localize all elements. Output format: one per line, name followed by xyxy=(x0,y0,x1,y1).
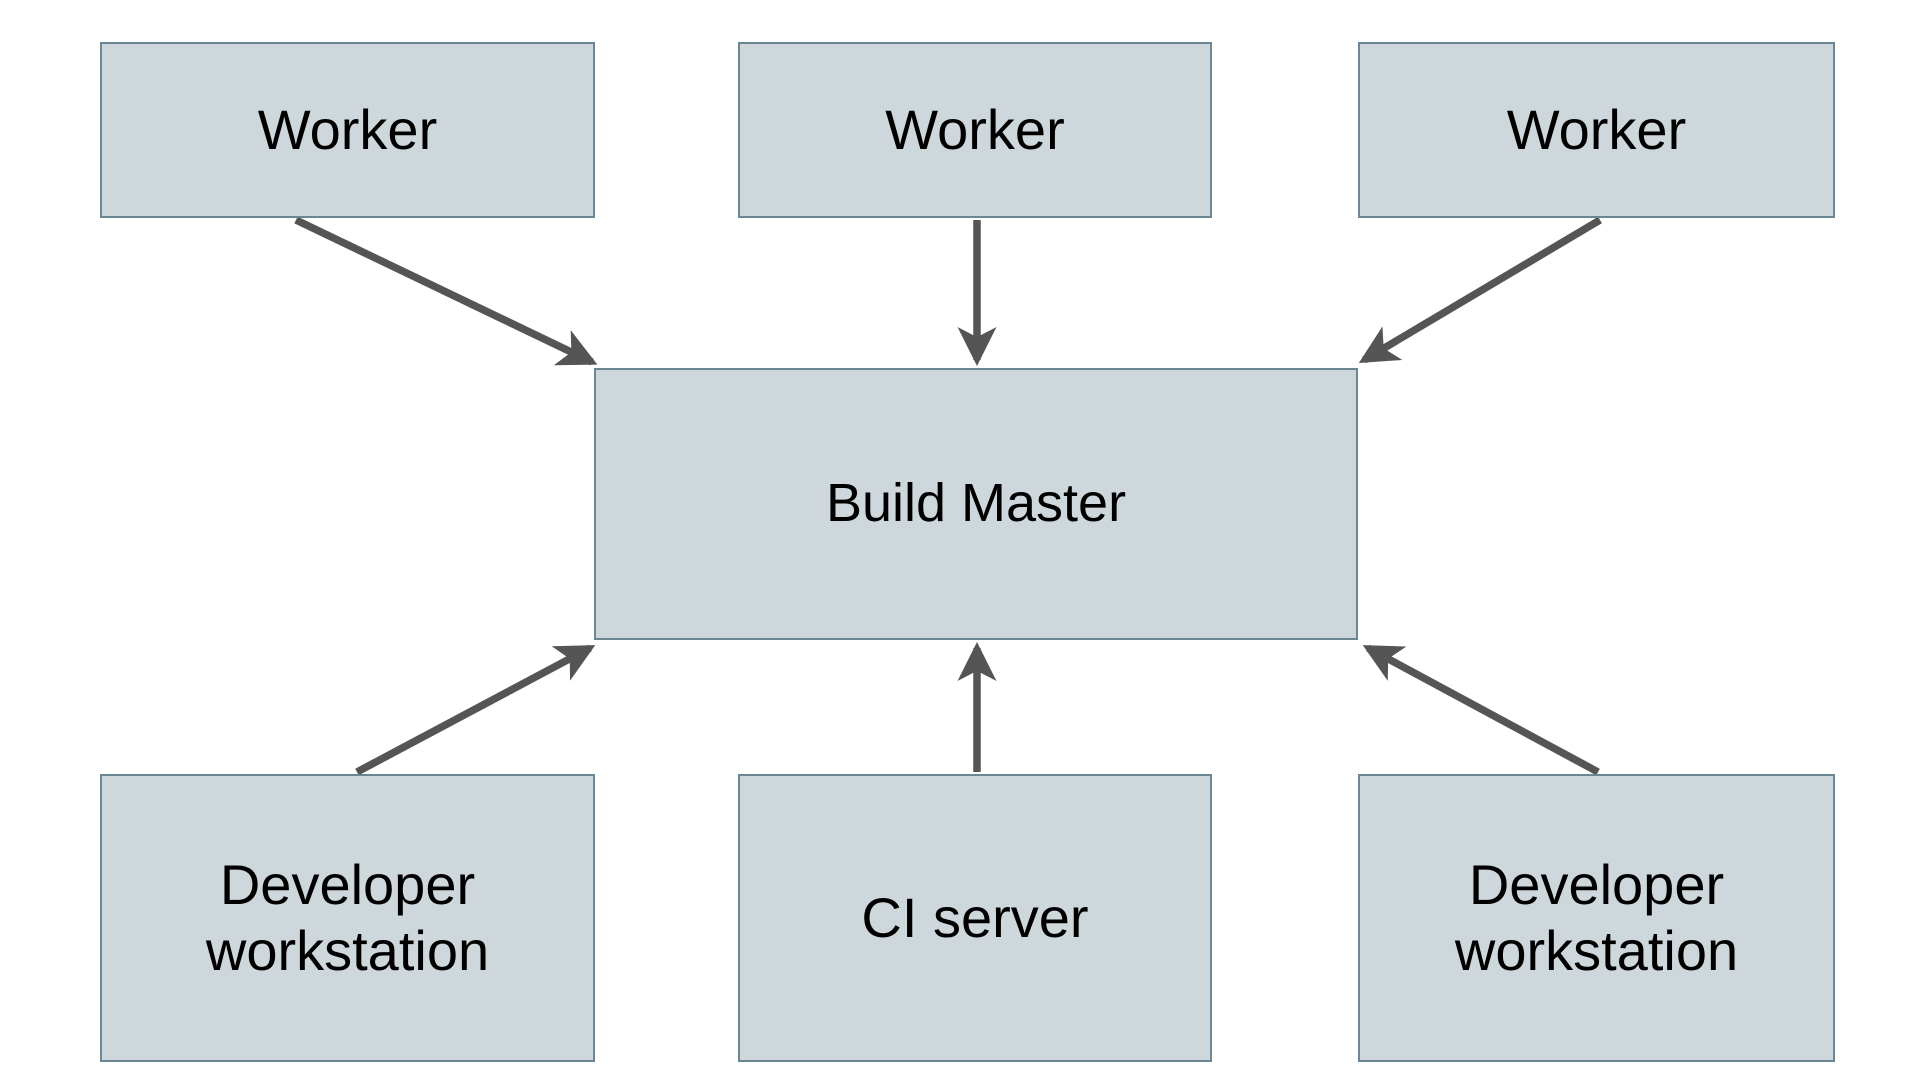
node-build-master[interactable]: Build Master xyxy=(594,368,1358,640)
node-developer-workstation-right[interactable]: Developer workstation xyxy=(1358,774,1835,1062)
node-worker-right-label: Worker xyxy=(1506,97,1687,161)
edge-dev-left-to-master xyxy=(355,644,596,776)
node-build-master-label: Build Master xyxy=(825,473,1127,534)
edge-worker-right-to-master xyxy=(1358,216,1602,364)
edge-dev-right-to-master xyxy=(1362,644,1600,776)
node-worker-left-label: Worker xyxy=(257,97,438,161)
edge-worker-left-to-master xyxy=(294,216,598,366)
node-ci-server[interactable]: CI server xyxy=(738,774,1212,1062)
node-worker-left[interactable]: Worker xyxy=(100,42,595,218)
node-ci-server-label: CI server xyxy=(861,885,1089,949)
node-worker-center-label: Worker xyxy=(885,97,1065,161)
node-developer-workstation-right-label: Developer workstation xyxy=(1454,852,1739,982)
node-developer-workstation-left-label: Developer workstation xyxy=(205,852,490,982)
node-worker-right[interactable]: Worker xyxy=(1358,42,1835,218)
node-worker-center[interactable]: Worker xyxy=(738,42,1212,218)
node-developer-workstation-left[interactable]: Developer workstation xyxy=(100,774,595,1062)
